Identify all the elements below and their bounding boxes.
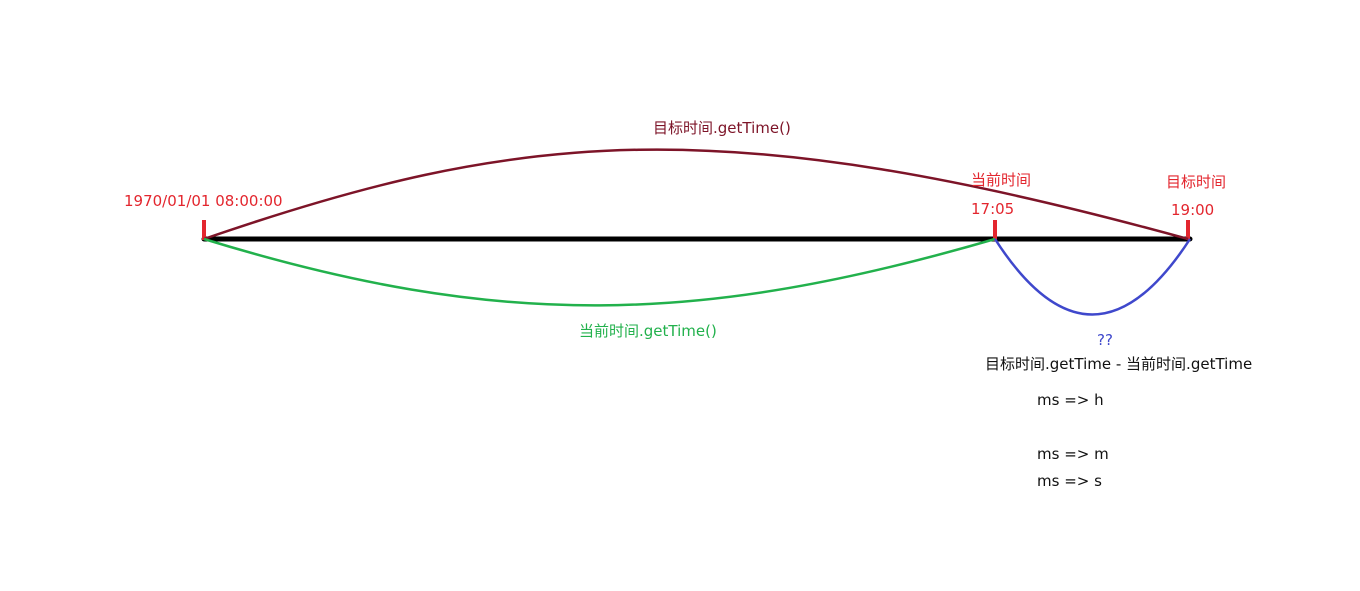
conversion-minutes: ms => m xyxy=(1037,445,1109,463)
current-gettime-label: 当前时间.getTime() xyxy=(579,322,717,340)
conversion-seconds: ms => s xyxy=(1037,472,1102,490)
target-gettime-arc xyxy=(203,148,1189,241)
difference-arc xyxy=(993,238,1192,316)
current-time-title: 当前时间 xyxy=(971,171,1032,189)
target-gettime-label: 目标时间.getTime() xyxy=(653,119,791,137)
difference-formula: 目标时间.getTime - 当前时间.getTime xyxy=(985,355,1253,373)
difference-question-label: ?? xyxy=(1097,331,1113,349)
target-time-title: 目标时间 xyxy=(1166,173,1227,191)
target-time-value: 19:00 xyxy=(1171,201,1215,219)
epoch-label: 1970/01/01 08:00:00 xyxy=(124,192,283,210)
current-time-value: 17:05 xyxy=(971,200,1015,218)
conversion-hours: ms => h xyxy=(1037,391,1104,409)
current-gettime-arc xyxy=(203,237,996,307)
